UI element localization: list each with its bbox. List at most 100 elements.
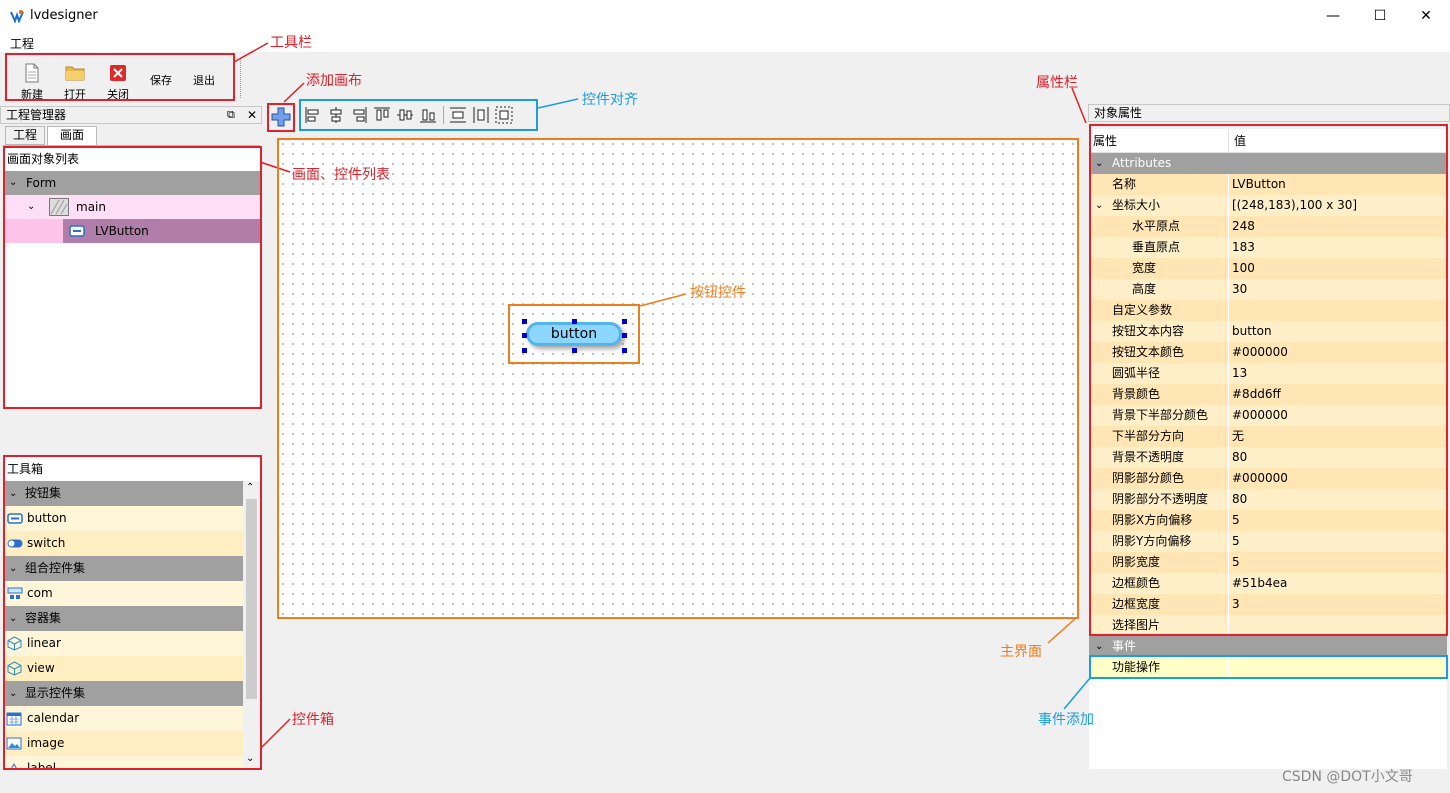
property-value[interactable]: 5 xyxy=(1232,513,1240,527)
tab-project[interactable]: 工程 xyxy=(5,126,45,145)
property-value[interactable]: 5 xyxy=(1232,555,1240,569)
property-value[interactable]: button xyxy=(1232,324,1272,338)
chevron-down-icon[interactable]: ⌄ xyxy=(1095,158,1104,169)
toolbox-item-image[interactable]: image xyxy=(3,731,243,756)
fit-size-icon[interactable] xyxy=(495,106,513,124)
menu-project[interactable]: 工程 xyxy=(10,37,35,51)
property-value[interactable]: 80 xyxy=(1232,450,1248,464)
chevron-down-icon[interactable]: ⌄ xyxy=(1095,641,1104,652)
toolbox-group-combo[interactable]: ⌄组合控件集 xyxy=(3,556,243,581)
align-right-icon[interactable] xyxy=(350,106,368,124)
distribute-vertical-icon[interactable] xyxy=(449,106,467,124)
property-value[interactable]: 3 xyxy=(1232,597,1240,611)
property-value[interactable]: 30 xyxy=(1232,282,1248,296)
resize-handle[interactable] xyxy=(522,319,527,324)
property-value[interactable]: LVButton xyxy=(1232,177,1286,191)
toolbox-group-display[interactable]: ⌄显示控件集 xyxy=(3,681,243,706)
property-row[interactable]: 自定义参数 xyxy=(1089,300,1447,321)
toolbox-item-switch[interactable]: switch xyxy=(3,531,243,556)
align-bottom-icon[interactable] xyxy=(419,106,437,124)
resize-handle[interactable] xyxy=(622,333,627,338)
property-row[interactable]: 选择图片 xyxy=(1089,615,1447,636)
property-row[interactable]: 边框颜色#51b4ea xyxy=(1089,573,1447,594)
toolbox-item-calendar[interactable]: calendar xyxy=(3,706,243,731)
property-value[interactable]: #000000 xyxy=(1232,408,1288,422)
property-row[interactable]: 下半部分方向无 xyxy=(1089,426,1447,447)
property-value[interactable]: 5 xyxy=(1232,534,1240,548)
open-button[interactable]: 打开 xyxy=(55,58,95,102)
property-value[interactable]: #51b4ea xyxy=(1232,576,1288,590)
resize-handle[interactable] xyxy=(522,333,527,338)
close-button[interactable]: ✕ xyxy=(1403,0,1449,32)
align-hcenter-icon[interactable] xyxy=(327,106,345,124)
property-value[interactable]: #000000 xyxy=(1232,471,1288,485)
close-project-button[interactable]: 关闭 xyxy=(98,58,138,102)
toolbox-item-label[interactable]: label xyxy=(3,756,243,768)
exit-button[interactable]: 退出 xyxy=(184,58,224,102)
main-canvas[interactable] xyxy=(278,139,1078,618)
property-row[interactable]: ⌄坐标大小[(248,183),100 x 30] xyxy=(1089,195,1447,216)
property-value[interactable]: 13 xyxy=(1232,366,1248,380)
float-icon[interactable]: ⧉ xyxy=(227,108,235,121)
tab-scene[interactable]: 画面 xyxy=(47,126,97,145)
property-value[interactable]: 100 xyxy=(1232,261,1255,275)
property-value[interactable]: #000000 xyxy=(1232,345,1288,359)
property-row[interactable]: 背景下半部分颜色#000000 xyxy=(1089,405,1447,426)
property-row[interactable]: 阴影部分颜色#000000 xyxy=(1089,468,1447,489)
event-row-function[interactable]: 功能操作 xyxy=(1089,657,1447,678)
scroll-up-icon[interactable]: ⌃ xyxy=(246,482,255,493)
align-left-icon[interactable] xyxy=(304,106,322,124)
scrollbar-thumb[interactable] xyxy=(246,499,257,699)
chevron-down-icon[interactable]: ⌄ xyxy=(1095,200,1104,211)
toolbox-group-container[interactable]: ⌄容器集 xyxy=(3,606,243,631)
property-value[interactable]: 248 xyxy=(1232,219,1255,233)
toolbox-scrollbar[interactable]: ⌃ ⌄ xyxy=(243,481,260,768)
property-value[interactable]: #8dd6ff xyxy=(1232,387,1281,401)
property-value[interactable]: [(248,183),100 x 30] xyxy=(1232,198,1358,212)
chevron-down-icon[interactable]: ⌄ xyxy=(27,201,36,212)
resize-handle[interactable] xyxy=(622,348,627,353)
new-button[interactable]: 新建 xyxy=(12,58,52,102)
toolbox-item-linear[interactable]: linear xyxy=(3,631,243,656)
property-value[interactable]: 无 xyxy=(1232,429,1245,443)
tree-row-lvbutton[interactable]: LVButton xyxy=(3,219,260,243)
maximize-button[interactable]: ☐ xyxy=(1357,0,1403,32)
close-dock-icon[interactable]: ✕ xyxy=(247,108,258,122)
toolbox-item-view[interactable]: view xyxy=(3,656,243,681)
property-section-events[interactable]: ⌄事件 xyxy=(1089,636,1447,657)
scroll-down-icon[interactable]: ⌄ xyxy=(246,753,255,764)
resize-handle[interactable] xyxy=(522,348,527,353)
align-top-icon[interactable] xyxy=(373,106,391,124)
align-vcenter-icon[interactable] xyxy=(396,106,414,124)
property-row[interactable]: 按钮文本颜色#000000 xyxy=(1089,342,1447,363)
property-value[interactable]: 80 xyxy=(1232,492,1248,506)
property-row[interactable]: 背景颜色#8dd6ff xyxy=(1089,384,1447,405)
tree-row-form[interactable]: ⌄ Form xyxy=(3,171,260,195)
resize-handle[interactable] xyxy=(572,348,577,353)
toolbox-group-buttons[interactable]: ⌄按钮集 xyxy=(3,481,243,506)
resize-handle[interactable] xyxy=(622,319,627,324)
chevron-down-icon[interactable]: ⌄ xyxy=(9,177,18,188)
toolbox-item-button[interactable]: button xyxy=(3,506,243,531)
property-value[interactable]: 183 xyxy=(1232,240,1255,254)
resize-handle[interactable] xyxy=(572,319,577,324)
property-section-attributes[interactable]: ⌄Attributes xyxy=(1089,153,1447,174)
add-canvas-button[interactable] xyxy=(268,104,294,130)
tree-row-main[interactable]: ⌄ main xyxy=(3,195,260,219)
save-button[interactable]: 保存 xyxy=(141,58,181,102)
minimize-button[interactable]: — xyxy=(1310,0,1356,32)
toolbox-item-com[interactable]: com xyxy=(3,581,243,606)
